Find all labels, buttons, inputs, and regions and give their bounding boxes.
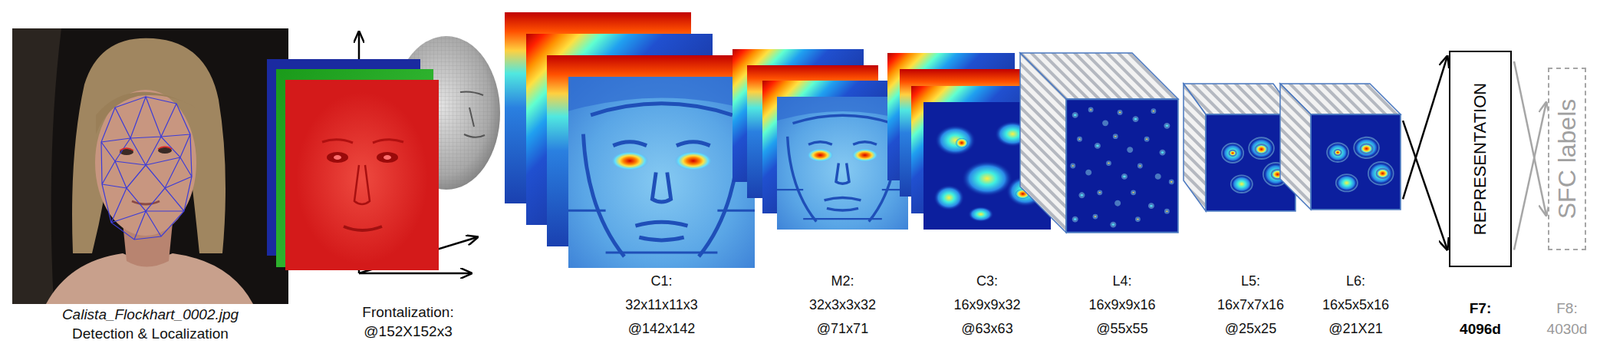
layer-caption-text: Detection & Localization <box>62 323 239 343</box>
frontalization-node: Frontalization: @152X152x3 <box>304 79 512 270</box>
input-photo-part <box>12 28 62 304</box>
layer-caption: F7: 4096d <box>1459 297 1502 340</box>
frontalized-rgb-face-part <box>285 79 439 270</box>
layer-caption: L5: 16x7x7x16 @25x25 <box>1217 269 1284 341</box>
l5-layer-node: L5: 16x7x7x16 @25x25 <box>1205 114 1296 211</box>
3d-face-model-part <box>460 92 485 138</box>
frontalized-rgb-face-part <box>333 154 342 160</box>
c1-feature-maps-part <box>568 76 755 268</box>
layer-caption-text: L5: 16x7x7x16 @25x25 <box>1217 269 1284 341</box>
connector-line <box>1402 120 1448 250</box>
frontalized-rgb-face <box>266 59 439 270</box>
sfc-labels-box: SFC labelsF8: 4030d <box>1547 67 1587 251</box>
frontalization-axes-part <box>358 272 471 275</box>
layer-caption-text: F8: 4030d <box>1547 297 1588 340</box>
l4-local-layer-part <box>1020 52 1067 233</box>
layer-caption-text: L6: 16x5x5x16 @21X21 <box>1322 269 1390 341</box>
input-photo-node: Calista_Flockhart_0002.jpgDetection & Lo… <box>12 28 289 304</box>
frontalized-rgb-face-part <box>383 154 392 160</box>
m2-feature-maps <box>732 49 909 230</box>
layer-caption: L6: 16x5x5x16 @21X21 <box>1322 269 1390 341</box>
l6-local-layer-part <box>1280 83 1311 210</box>
layer-caption-text: C3: 16x9x9x32 @63x63 <box>953 269 1021 341</box>
connector-line <box>1514 102 1547 250</box>
frontalized-rgb-face-part <box>376 151 399 163</box>
layer-caption: Calista_Flockhart_0002.jpgDetection & Lo… <box>62 304 239 343</box>
l6-local-layer-part <box>1310 114 1401 210</box>
c3-layer-node: C3: 16x9x9x32 @63x63 <box>923 102 1051 230</box>
frontalized-rgb-face-part <box>343 226 382 231</box>
input-photo-part <box>101 96 192 240</box>
input-photo-part <box>72 38 226 254</box>
input-photo <box>12 28 289 304</box>
input-photo-part <box>131 200 160 205</box>
c1-feature-maps <box>504 12 755 268</box>
m2-layer-node: M2: 32x3x3x32 @71x71 <box>776 96 909 230</box>
layer-caption: Frontalization: @152X152x3 <box>362 302 454 341</box>
layer-caption: F8: 4030d <box>1547 297 1588 340</box>
l4-local-layer-part <box>1066 98 1179 233</box>
l4-layer-node: L4: 16x9x9x16 @55x55 <box>1066 98 1179 233</box>
frontalized-rgb-face-part <box>296 92 428 264</box>
layer-caption: C3: 16x9x9x32 @63x63 <box>953 269 1021 341</box>
crossing-connector <box>1514 61 1547 250</box>
l6-local-layer <box>1280 83 1401 210</box>
layer-caption-text: M2: 32x3x3x32 @71x71 <box>809 269 876 341</box>
l4-local-layer-part <box>1066 98 1179 233</box>
layer-caption: M2: 32x3x3x32 @71x71 <box>809 269 876 341</box>
layer-caption: L4: 16x9x9x16 @55x55 <box>1088 269 1156 341</box>
layer-caption-text: F7: 4096d <box>1459 297 1502 340</box>
c1-layer-node: C1: 32x11x11x3 @142x142 <box>568 76 755 268</box>
l5-local-layer-part <box>1183 83 1206 211</box>
layer-caption-text: C1: 32x11x11x3 @142x142 <box>625 269 698 341</box>
l6-local-layer-part <box>1310 114 1401 210</box>
frontalized-rgb-face-part <box>354 164 370 205</box>
input-photo-part <box>119 146 172 151</box>
l4-local-layer <box>1020 52 1179 233</box>
box-label: REPRESENTATION <box>1470 82 1491 235</box>
crossing-connector <box>1402 55 1448 250</box>
l6-layer-node: L6: 16x5x5x16 @21X21 <box>1310 114 1401 210</box>
box-label: SFC labels <box>1553 98 1582 220</box>
connector-line <box>1402 55 1448 199</box>
input-photo-part <box>12 28 289 304</box>
layer-caption: C1: 32x11x11x3 @142x142 <box>625 269 698 341</box>
file-name: Calista_Flockhart_0002.jpg <box>62 304 239 324</box>
representation-box: REPRESENTATIONF7: 4096d <box>1448 50 1512 267</box>
layer-caption-text: L4: 16x9x9x16 @55x55 <box>1088 269 1156 341</box>
l5-local-layer <box>1183 83 1296 211</box>
frontalized-rgb-face-part <box>326 151 349 163</box>
layer-caption-text: Frontalization: @152X152x3 <box>362 302 454 341</box>
frontalized-rgb-face-part <box>322 139 404 143</box>
connector-line <box>1514 61 1547 216</box>
